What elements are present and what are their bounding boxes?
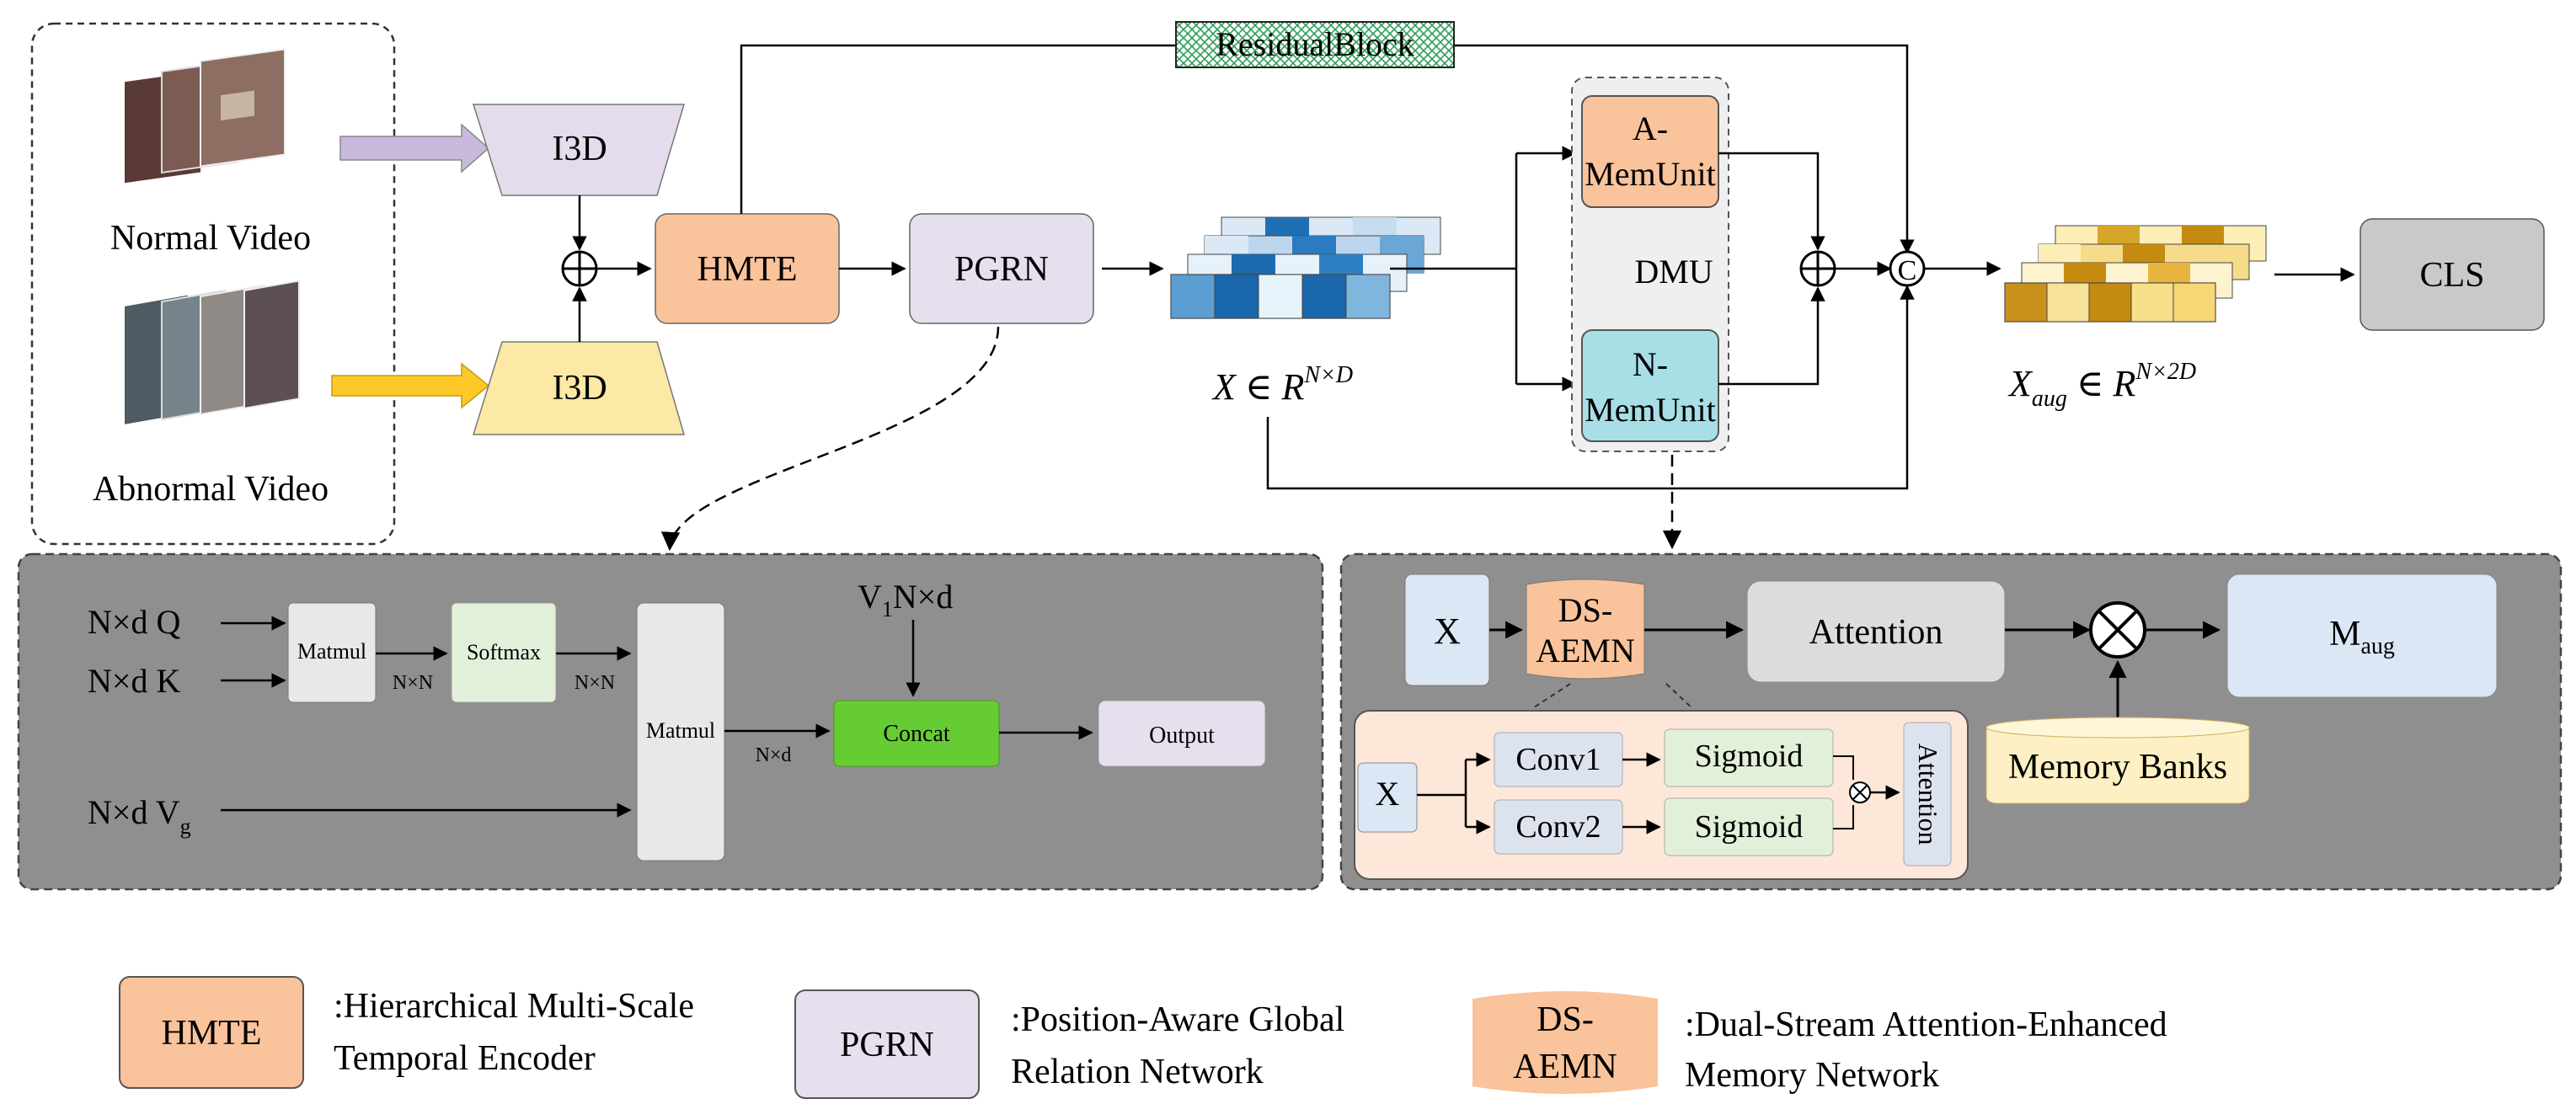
feature-tensor-x: X ∈ RN×D bbox=[1170, 216, 1441, 408]
q-input-label: N×d Q bbox=[88, 603, 180, 641]
pgrn-block: PGRN bbox=[909, 213, 1094, 324]
hmte-label: HMTE bbox=[697, 250, 798, 289]
legend-ds-box-2: AEMN bbox=[1513, 1048, 1617, 1086]
dmu-merge: C bbox=[1266, 152, 2001, 490]
i3d-top-label: I3D bbox=[552, 130, 607, 168]
nxd-label: N×d bbox=[756, 744, 792, 766]
sigmoid1-label: Sigmoid bbox=[1695, 739, 1804, 774]
concat-label: Concat bbox=[883, 721, 950, 747]
pgrn-detail-connector bbox=[660, 326, 1000, 552]
matmul-1-label: Matmul bbox=[297, 639, 366, 664]
legend-hmte-box: HMTE bbox=[162, 1014, 262, 1053]
a-memunit-label-2: MemUnit bbox=[1585, 155, 1716, 193]
normal-video-label: Normal Video bbox=[110, 219, 311, 258]
k-input-label: N×d K bbox=[88, 662, 180, 700]
vg-input-label: N×d Vg bbox=[88, 793, 191, 839]
a-memunit-label-1: A- bbox=[1633, 109, 1668, 147]
sigmoid2-label: Sigmoid bbox=[1695, 809, 1804, 845]
v1-input-label: V1N×d bbox=[858, 578, 953, 621]
dmu-split-lines bbox=[1390, 146, 1577, 392]
nxn-label-2: N×N bbox=[575, 672, 615, 694]
legend-pgrn-desc-2: Relation Network bbox=[1011, 1053, 1264, 1091]
n-memunit-label-1: N- bbox=[1633, 345, 1668, 383]
normal-input-arrow bbox=[339, 123, 490, 173]
attention-vertical-label: Attention bbox=[1913, 744, 1943, 845]
ds-aemn-detail-panel: X DS- AEMN Attention Maug Memory Banks X… bbox=[1339, 552, 2563, 891]
abnormal-video-label: Abnormal Video bbox=[93, 470, 329, 509]
dmu-label: DMU bbox=[1634, 253, 1713, 291]
conv2-label: Conv2 bbox=[1515, 809, 1601, 845]
dmu-panel: A- MemUnit DMU N- MemUnit bbox=[1571, 77, 1729, 452]
legend-ds-desc-1: :Dual-Stream Attention-Enhanced bbox=[1685, 1005, 2167, 1044]
legend-pgrn-desc-1: :Position-Aware Global bbox=[1011, 1000, 1344, 1039]
attention-label: Attention bbox=[1809, 613, 1943, 652]
add-node-1 bbox=[561, 195, 652, 342]
cls-label: CLS bbox=[2419, 256, 2484, 295]
xaug-math-label: Xaug ∈ RN×2D bbox=[2007, 359, 2196, 412]
cls-block: CLS bbox=[2360, 218, 2545, 331]
legend-ds-desc-2: Memory Network bbox=[1685, 1056, 1939, 1095]
maug-label: Maug bbox=[2329, 615, 2395, 659]
hmte-block: HMTE bbox=[655, 213, 840, 324]
conv1-label: Conv1 bbox=[1515, 742, 1601, 777]
softmax-label: Softmax bbox=[467, 640, 541, 664]
memory-banks-label: Memory Banks bbox=[2008, 748, 2227, 787]
legend-hmte-desc-1: :Hierarchical Multi-Scale bbox=[334, 987, 694, 1026]
legend-ds-box-1: DS- bbox=[1537, 1000, 1594, 1039]
residual-connection: ResidualBlock bbox=[740, 21, 1915, 254]
normal-video-thumbnail bbox=[125, 48, 286, 184]
ds-aemn-label-2: AEMN bbox=[1536, 632, 1635, 669]
matmul-2-label: Matmul bbox=[646, 718, 715, 743]
legend-pgrn-box: PGRN bbox=[840, 1026, 934, 1064]
abnormal-video-thumbnail bbox=[125, 280, 300, 424]
ds-x-label: X bbox=[1434, 611, 1461, 652]
concat-symbol: C bbox=[1898, 255, 1917, 286]
i3d-top-block: I3D bbox=[472, 104, 686, 196]
i3d-bottom-label: I3D bbox=[552, 369, 607, 408]
residual-block-label: ResidualBlock bbox=[1216, 25, 1414, 63]
feature-tensor-xaug: Xaug ∈ RN×2D bbox=[2004, 225, 2267, 412]
nxn-label-1: N×N bbox=[393, 672, 433, 694]
input-panel: Normal Video Abnormal Video bbox=[30, 22, 396, 546]
ds-aemn-label-1: DS- bbox=[1558, 591, 1612, 629]
x-math-label: X ∈ RN×D bbox=[1211, 362, 1353, 408]
n-memunit-label-2: MemUnit bbox=[1585, 391, 1716, 429]
abnormal-input-arrow bbox=[331, 362, 490, 409]
inner-x-label: X bbox=[1376, 775, 1400, 813]
legend: HMTE :Hierarchical Multi-Scale Temporal … bbox=[119, 976, 2167, 1099]
output-label: Output bbox=[1149, 723, 1215, 749]
pgrn-label: PGRN bbox=[954, 250, 1049, 289]
legend-hmte-desc-2: Temporal Encoder bbox=[334, 1039, 596, 1078]
i3d-bottom-block: I3D bbox=[472, 341, 685, 435]
pgrn-detail-panel: N×d Q N×d K N×d Vg Matmul N×N Softmax N×… bbox=[17, 552, 1324, 891]
